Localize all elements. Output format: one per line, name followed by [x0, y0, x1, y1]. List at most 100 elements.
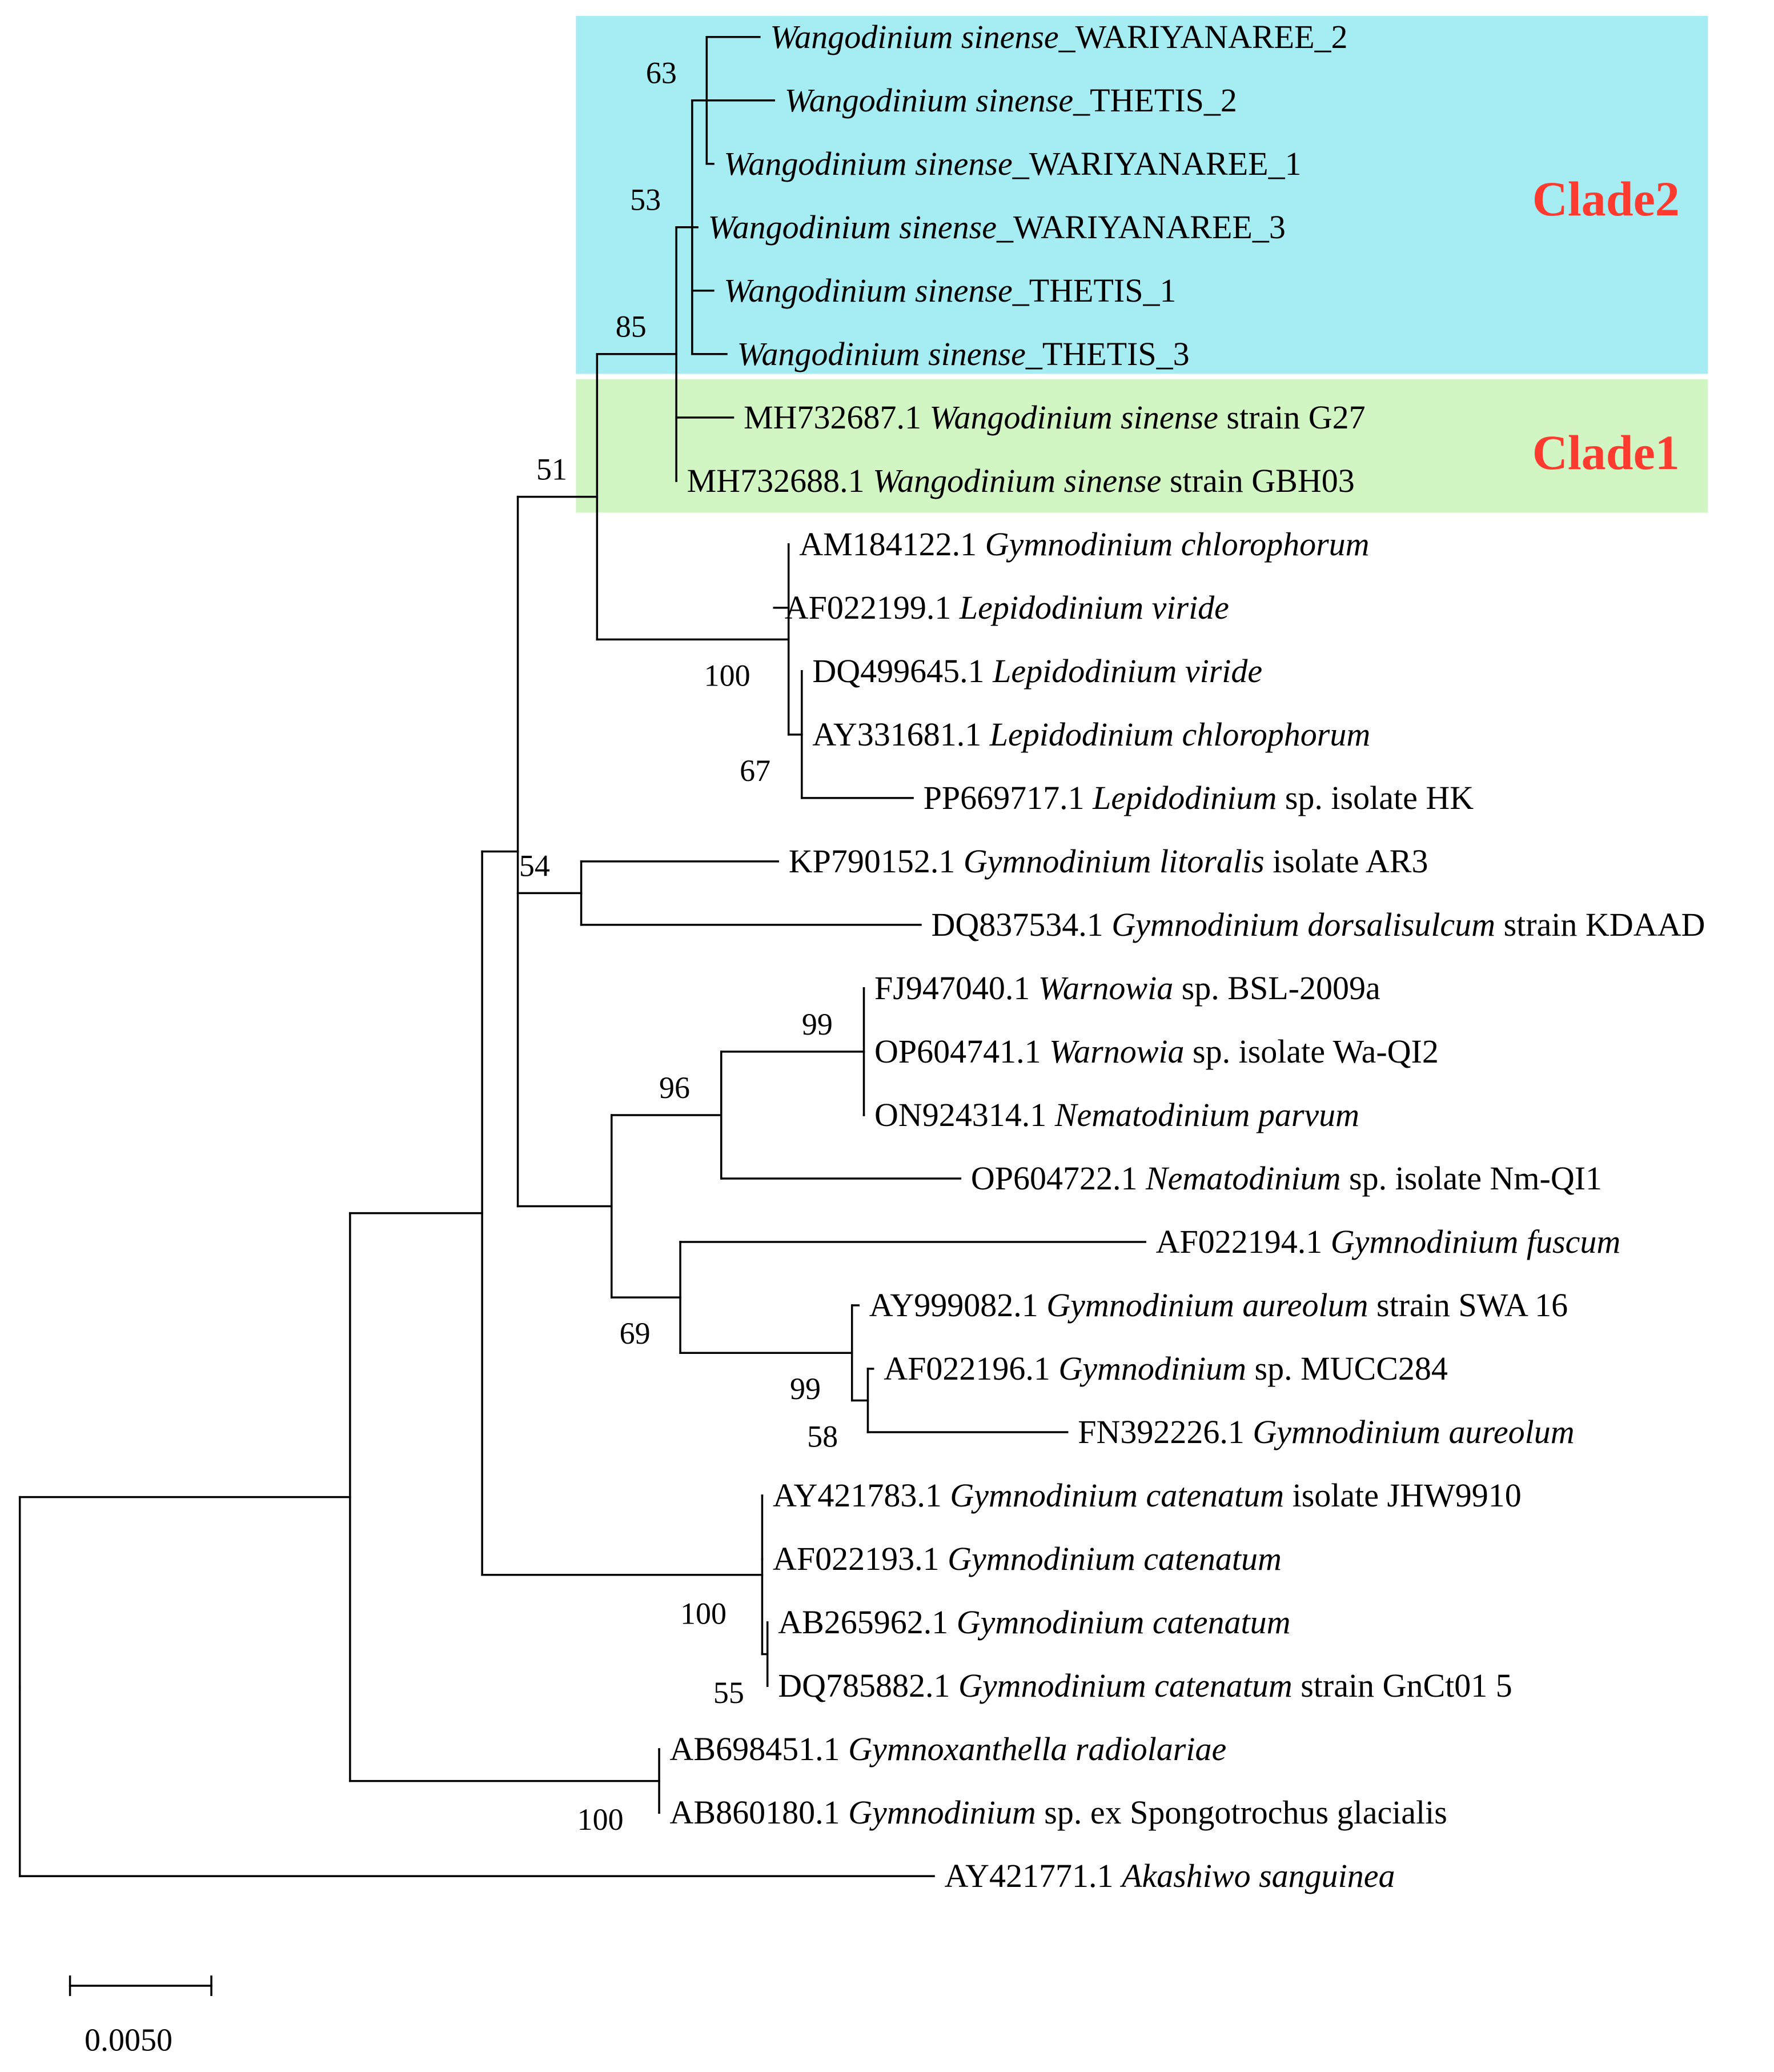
- taxon-name-text: AF022199.1: [785, 589, 960, 626]
- taxon-name-italic: Lepidodinium viride: [959, 589, 1229, 626]
- bootstrap-value: 67: [740, 754, 770, 788]
- taxon-name-italic: Gymnodinium: [848, 1794, 1036, 1831]
- taxon-label: DQ785882.1 Gymnodinium catenatum strain …: [778, 1667, 1512, 1704]
- taxon-name-text: strain GnCt01 5: [1293, 1667, 1512, 1704]
- taxon-name-text: AB860180.1: [670, 1794, 849, 1831]
- taxon-name-text: MH732687.1: [744, 399, 929, 436]
- taxon-name-text: AY421771.1: [945, 1857, 1122, 1894]
- bootstrap-value: 55: [713, 1676, 744, 1710]
- bootstrap-value: 54: [519, 848, 550, 883]
- scale-bar-label: 0.0050: [85, 2022, 172, 2058]
- taxon-label: AF022199.1 Lepidodinium viride: [785, 589, 1229, 626]
- taxon-name-text: DQ499645.1: [812, 652, 993, 690]
- taxon-name-text: _WARIYANAREE_3: [996, 209, 1286, 246]
- taxon-label: AF022193.1 Gymnodinium catenatum: [773, 1540, 1282, 1577]
- taxon-name-text: FJ947040.1: [874, 969, 1038, 1007]
- bootstrap-value: 99: [802, 1007, 833, 1041]
- taxon-name-text: sp. ex Spongotrochus glacialis: [1036, 1794, 1447, 1831]
- bootstrap-value: 96: [659, 1071, 690, 1105]
- scale-bar: 0.0050: [69, 1975, 212, 2058]
- taxon-name-text: sp. isolate Nm-QI1: [1341, 1160, 1603, 1197]
- taxon-name-text: DQ785882.1: [778, 1667, 958, 1704]
- taxon-name-italic: Wangodinium sinense: [724, 145, 1012, 182]
- taxon-label: FJ947040.1 Warnowia sp. BSL-2009a: [874, 969, 1380, 1007]
- taxon-name-italic: Gymnodinium chlorophorum: [985, 526, 1370, 563]
- taxon-name-text: _THETIS_1: [1012, 272, 1177, 309]
- taxon-label: Wangodinium sinense_WARIYANAREE_1: [724, 145, 1301, 182]
- taxon-name-text: ON924314.1: [874, 1096, 1055, 1133]
- taxon-label: AB860180.1 Gymnodinium sp. ex Spongotroc…: [670, 1794, 1447, 1831]
- taxon-name-text: _WARIYANAREE_2: [1058, 18, 1348, 55]
- taxon-name-text: PP669717.1: [924, 779, 1093, 816]
- taxon-label: Wangodinium sinense_WARIYANAREE_2: [770, 18, 1347, 55]
- taxon-name-italic: Gymnodinium fuscum: [1331, 1223, 1620, 1260]
- taxon-name-italic: Wangodinium sinense: [737, 335, 1026, 372]
- taxon-name-italic: Gymnodinium litoralis: [964, 843, 1265, 880]
- taxon-name-italic: Gymnodinium dorsalisulcum: [1111, 906, 1495, 943]
- taxon-name-italic: Lepidodinium chlorophorum: [989, 716, 1370, 753]
- clade1-box: [576, 379, 1708, 513]
- taxon-name-text: DQ837534.1: [931, 906, 1111, 943]
- taxon-name-text: _WARIYANAREE_1: [1012, 145, 1302, 182]
- taxon-name-italic: Nematodinium: [1145, 1160, 1341, 1197]
- taxon-label: Wangodinium sinense_THETIS_3: [737, 335, 1190, 372]
- taxon-label: AY421771.1 Akashiwo sanguinea: [945, 1857, 1395, 1894]
- taxon-name-italic: Gymnodinium catenatum: [950, 1477, 1284, 1514]
- taxon-label: MH732688.1 Wangodinium sinense strain GB…: [687, 462, 1355, 499]
- taxon-label: OP604741.1 Warnowia sp. isolate Wa-QI2: [874, 1033, 1439, 1070]
- taxon-name-italic: Wangodinium sinense: [724, 272, 1012, 309]
- taxon-name-italic: Gymnodinium aureolum: [1046, 1287, 1368, 1324]
- taxon-name-italic: Wangodinium sinense: [785, 82, 1073, 119]
- bootstrap-value: 53: [630, 183, 661, 217]
- taxon-name-italic: Nematodinium parvum: [1054, 1096, 1359, 1133]
- taxon-label: AY421783.1 Gymnodinium catenatum isolate…: [773, 1477, 1522, 1514]
- bootstrap-value: 51: [536, 452, 567, 487]
- taxon-label: AM184122.1 Gymnodinium chlorophorum: [799, 526, 1369, 563]
- taxon-label: AY999082.1 Gymnodinium aureolum strain S…: [869, 1287, 1568, 1324]
- taxon-name-italic: Gymnodinium catenatum: [957, 1604, 1291, 1641]
- taxon-name-text: _THETIS_3: [1025, 335, 1190, 372]
- bootstrap-value: 99: [790, 1372, 821, 1406]
- taxon-name-italic: Warnowia: [1038, 969, 1173, 1007]
- taxon-labels: Wangodinium sinense_WARIYANAREE_2Wangodi…: [670, 18, 1705, 1894]
- taxon-name-text: AY331681.1: [812, 716, 989, 753]
- taxon-name-italic: Lepidodinium: [1092, 779, 1277, 816]
- taxon-name-text: AF022196.1: [884, 1350, 1058, 1387]
- taxon-name-text: strain KDAAD: [1495, 906, 1705, 943]
- taxon-name-text: OP604741.1: [874, 1033, 1049, 1070]
- taxon-name-text: AY421783.1: [773, 1477, 950, 1514]
- taxon-label: DQ499645.1 Lepidodinium viride: [812, 652, 1262, 690]
- clade-highlight-boxes: [576, 15, 1708, 513]
- taxon-name-text: _THETIS_2: [1073, 82, 1237, 119]
- taxon-name-italic: Gymnodinium: [1058, 1350, 1246, 1387]
- bootstrap-value: 100: [680, 1596, 727, 1630]
- taxon-label: AF022194.1 Gymnodinium fuscum: [1156, 1223, 1621, 1260]
- taxon-label: AB698451.1 Gymnoxanthella radiolariae: [670, 1730, 1227, 1768]
- taxon-label: AB265962.1 Gymnodinium catenatum: [778, 1604, 1290, 1641]
- taxon-label: FN392226.1 Gymnodinium aureolum: [1078, 1413, 1574, 1450]
- clade2-box: [576, 15, 1708, 374]
- taxon-name-italic: Gymnoxanthella radiolariae: [848, 1730, 1226, 1768]
- taxon-label: Wangodinium sinense_THETIS_1: [724, 272, 1176, 309]
- taxon-name-italic: Warnowia: [1049, 1033, 1184, 1070]
- taxon-name-italic: Lepidodinium viride: [992, 652, 1262, 690]
- taxon-name-text: FN392226.1: [1078, 1413, 1253, 1450]
- taxon-name-text: AY999082.1: [869, 1287, 1046, 1324]
- taxon-name-italic: Wangodinium sinense: [873, 462, 1161, 499]
- taxon-name-text: sp. isolate Wa-QI2: [1185, 1033, 1439, 1070]
- taxon-name-text: sp. MUCC284: [1246, 1350, 1448, 1387]
- taxon-label: Wangodinium sinense_THETIS_2: [785, 82, 1237, 119]
- taxon-label: ON924314.1 Nematodinium parvum: [874, 1096, 1359, 1133]
- bootstrap-value: 63: [646, 56, 677, 90]
- bootstrap-value: 58: [807, 1419, 838, 1453]
- bootstrap-value: 85: [616, 310, 647, 344]
- taxon-name-text: AM184122.1: [799, 526, 985, 563]
- taxon-name-text: KP790152.1: [789, 843, 964, 880]
- taxon-name-text: AB265962.1: [778, 1604, 957, 1641]
- bootstrap-value: 100: [704, 658, 750, 692]
- taxon-name-text: AF022193.1: [773, 1540, 948, 1577]
- taxon-name-text: MH732688.1: [687, 462, 873, 499]
- taxon-label: KP790152.1 Gymnodinium litoralis isolate…: [789, 843, 1428, 880]
